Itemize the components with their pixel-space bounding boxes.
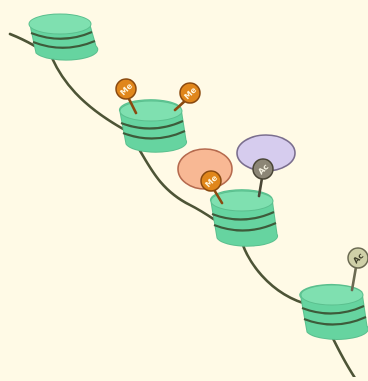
methyl-mark-1: Me xyxy=(115,78,137,100)
nucleosome-3 xyxy=(209,189,279,247)
acetyl-mark-2: Ac xyxy=(347,247,368,269)
nucleosome-4 xyxy=(299,283,368,340)
acetyl-mark-1: Ac xyxy=(252,158,274,180)
nucleosome-1 xyxy=(28,13,99,61)
methyl-mark-3: Me xyxy=(200,170,222,192)
methyl-mark-2: Me xyxy=(179,82,201,104)
